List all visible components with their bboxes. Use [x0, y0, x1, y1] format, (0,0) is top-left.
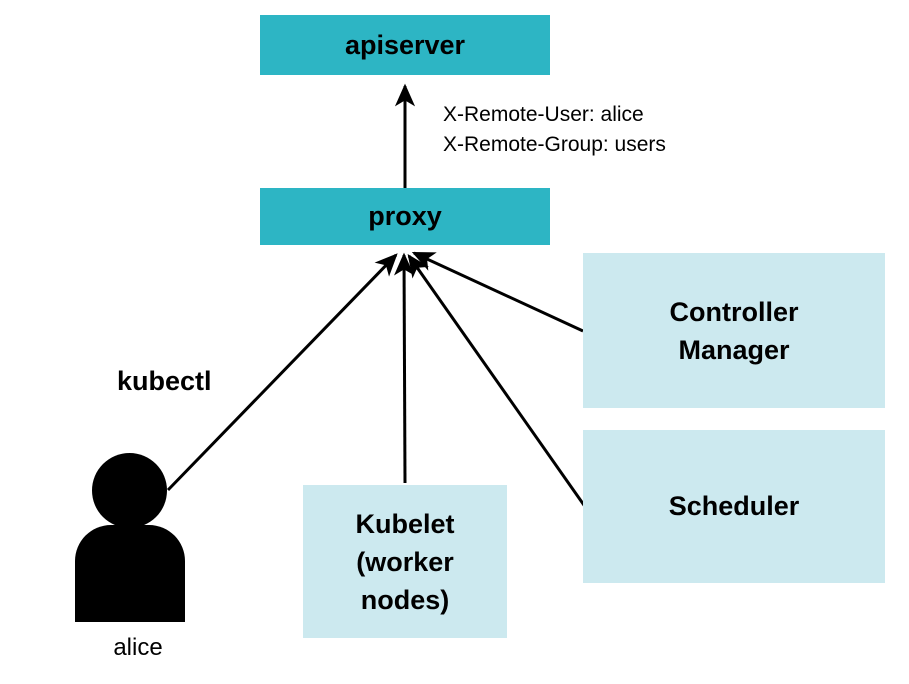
controller-manager-box: Controller Manager [583, 253, 885, 408]
request-headers-annotation: X-Remote-User: alice X-Remote-Group: use… [443, 100, 666, 160]
kubelet-label-line3: nodes) [360, 584, 450, 615]
person-silhouette-icon [75, 453, 185, 623]
arrow-scheduler-to-proxy [407, 254, 588, 509]
proxy-label: proxy [368, 201, 442, 231]
kubelet-label-line1: Kubelet [355, 508, 455, 539]
controller-manager-label-line1: Controller [669, 296, 799, 327]
kubelet-box: Kubelet (worker nodes) [303, 485, 507, 638]
person-head-shape [92, 453, 167, 528]
arrow-controller-manager-to-proxy [411, 251, 584, 333]
apiserver-box: apiserver [260, 15, 550, 75]
kubelet-label-line2: (worker [356, 546, 454, 577]
scheduler-label: Scheduler [668, 491, 800, 521]
arrow-kubelet-to-proxy [394, 252, 415, 484]
x-remote-user-text: X-Remote-User: alice [443, 103, 644, 126]
actor-name-label: alice [113, 634, 163, 661]
kubectl-label: kubectl [117, 366, 212, 396]
controller-manager-label-line2: Manager [678, 334, 790, 365]
x-remote-group-text: X-Remote-Group: users [443, 133, 666, 156]
person-body-shape [75, 525, 185, 622]
scheduler-box: Scheduler [583, 430, 885, 583]
proxy-box: proxy [260, 188, 550, 245]
apiserver-label: apiserver [344, 29, 466, 60]
